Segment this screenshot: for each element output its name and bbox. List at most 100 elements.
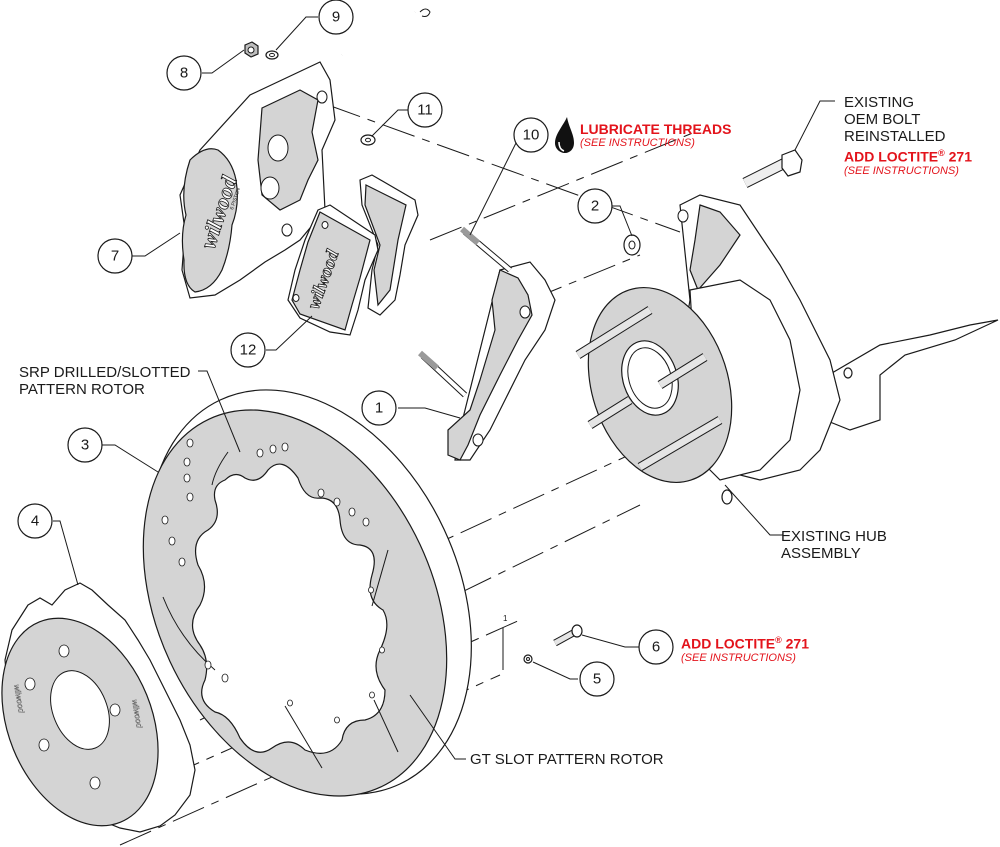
callout-1: 1	[361, 390, 397, 426]
callout-number: 4	[31, 513, 39, 530]
pad-retainer-washer[interactable]	[265, 50, 279, 60]
callout-circle	[17, 503, 53, 539]
wheel-stud	[637, 416, 723, 471]
note-loctite-oem-sub: (SEE INSTRUCTIONS)	[844, 164, 959, 177]
rotor-drill-holes	[161, 438, 385, 724]
axis-line-bottom	[119, 674, 501, 846]
leader-3	[101, 444, 159, 473]
rotor-slot-4	[373, 699, 399, 753]
callout-8: 8	[166, 55, 202, 91]
callout-number: 2	[591, 198, 599, 215]
hub-assembly[interactable]	[564, 194, 999, 505]
leader-7	[132, 232, 181, 257]
rotor-hat[interactable]: wilwood wilwood	[0, 582, 196, 847]
callout-5: 5	[579, 661, 615, 697]
hat-washer[interactable]	[523, 654, 533, 664]
knuckle-arm	[819, 319, 999, 431]
label-gt-rotor: GT SLOT PATTERN ROTOR	[470, 751, 664, 768]
callout-10: 10	[513, 117, 549, 153]
leader-srp	[198, 370, 241, 453]
caliper-outer-face	[181, 148, 238, 293]
callout-circle	[166, 55, 202, 91]
oem-bolt[interactable]	[742, 149, 803, 188]
hub-pilot-inner	[627, 347, 673, 409]
caliper-stud-lower[interactable]	[418, 350, 468, 398]
caliper-mount-ear-lower	[281, 223, 293, 237]
leader-8	[202, 49, 245, 74]
note-loctite-oem-title: ADD LOCTITE	[844, 148, 939, 165]
knuckle-bolt-hole	[677, 209, 689, 223]
rotor[interactable]	[84, 337, 534, 846]
callout-12: 12	[230, 332, 266, 368]
label-srp-rotor: SRP DRILLED/SLOTTED PATTERN ROTOR	[19, 364, 190, 398]
callout-6: 6	[638, 629, 674, 665]
leader-6	[581, 634, 640, 648]
label-oem-line2: OEM BOLT	[844, 111, 921, 128]
hub-dust-shield-bolt	[843, 367, 853, 379]
caliper-shim-washer[interactable]	[360, 134, 376, 146]
leader-4	[53, 520, 79, 586]
callout-circle	[577, 188, 613, 224]
caliper-piston-bore-lower	[260, 176, 280, 200]
callout-number: 11	[417, 102, 433, 119]
note-lubricate: LUBRICATE THREADS (SEE INSTRUCTIONS)	[580, 121, 731, 150]
caliper-bracket[interactable]	[447, 261, 556, 461]
leader-12	[266, 315, 313, 351]
callout-number: 1	[375, 400, 383, 417]
label-hub-line1: EXISTING HUB	[781, 528, 887, 545]
rotor-center-opening	[191, 463, 388, 754]
caliper[interactable]: wilwood 6 PISTON	[179, 61, 336, 299]
note-lubricate-sub: (SEE INSTRUCTIONS)	[580, 137, 695, 149]
caliper-stud-upper[interactable]	[460, 226, 512, 273]
callout-circle	[97, 238, 133, 274]
brake-pads[interactable]: wilwood	[287, 174, 419, 336]
leader-oem	[794, 100, 835, 151]
axis-line-bracket-upper	[429, 129, 701, 241]
note-loctite-hat-number: 271	[781, 635, 809, 652]
leader-9	[275, 16, 318, 51]
label-srp-rotor-line2: PATTERN ROTOR	[19, 381, 145, 398]
callout-2: 2	[577, 188, 613, 224]
hat-center-bore	[50, 670, 110, 750]
pad-front-plate	[291, 211, 371, 331]
callout-number: 8	[180, 65, 188, 82]
caliper-mount-ear-upper	[316, 90, 328, 104]
bracket-washer[interactable]	[623, 234, 641, 256]
pad-retaining-pin[interactable]	[341, 8, 431, 56]
callout-9: 9	[318, 0, 354, 35]
leader-10	[469, 134, 530, 236]
callout-number: 10	[523, 127, 540, 144]
note-loctite-oem-number: 271	[944, 148, 972, 165]
bracket-face	[447, 269, 533, 461]
pad-retainer-nut[interactable]	[244, 41, 259, 58]
wheel-stud	[657, 353, 708, 389]
hat-bolt[interactable]	[553, 624, 583, 647]
axis-line-top	[327, 104, 681, 233]
oil-drop-icon	[555, 117, 574, 153]
callout-circle	[361, 390, 397, 426]
rotor-slot-5	[371, 549, 389, 607]
wheel-stud	[587, 396, 633, 429]
callout-4: 4	[17, 503, 53, 539]
pad-front-hole-top	[321, 221, 329, 229]
label-hub-assembly: EXISTING HUB ASSEMBLY	[781, 528, 887, 562]
label-oem-line1: EXISTING	[844, 94, 915, 111]
callout-7: 7	[97, 238, 133, 274]
registered-mark: ®	[775, 635, 782, 645]
leader-hub	[724, 484, 783, 536]
label-srp-rotor-line1: SRP DRILLED/SLOTTED	[19, 364, 191, 381]
callout-number: 3	[81, 437, 89, 454]
rotor-slot-1	[211, 451, 229, 486]
wheel-stud	[575, 306, 653, 359]
leader-11	[371, 109, 408, 137]
callout-circle	[579, 661, 615, 697]
callout-3: 3	[67, 427, 103, 463]
small-marker: 1	[503, 614, 508, 623]
note-loctite-hat: ADD LOCTITE® 271 (SEE INSTRUCTIONS)	[681, 632, 809, 665]
callout-circle	[407, 92, 443, 128]
note-loctite-hat-sub: (SEE INSTRUCTIONS)	[681, 651, 796, 664]
label-oem-line3: REINSTALLED	[844, 128, 946, 145]
callout-number: 7	[111, 248, 119, 265]
